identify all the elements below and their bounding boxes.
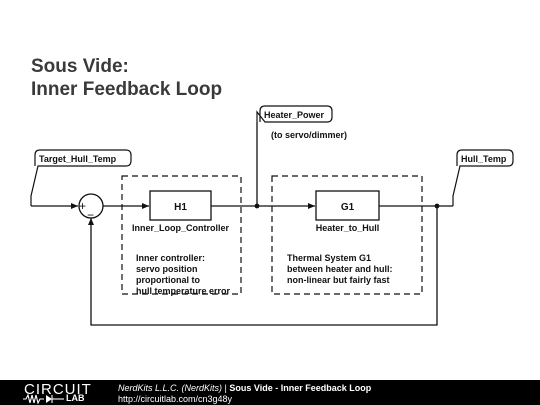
footer-url-link[interactable]: http://circuitlab.com/cn3g48y xyxy=(118,394,233,404)
footer-bar: CIRCUIT LAB NerdKits L.L.C. (NerdKits) |… xyxy=(0,380,540,405)
hull-temp-flag xyxy=(452,149,514,206)
thermal-group-outline xyxy=(271,175,423,295)
thermal-note-line-3: non-linear but fairly fast xyxy=(287,275,390,285)
controller-note-line-4: hull temperature error xyxy=(136,286,231,296)
hull-temp-junction xyxy=(434,203,440,209)
circuitlab-logo-text: CIRCUIT xyxy=(24,381,92,398)
controller-note-line-3: proportional to xyxy=(136,275,200,285)
footer-author: NerdKits L.L.C. (NerdKits) xyxy=(118,383,223,393)
h1-block xyxy=(149,190,212,221)
thermal-note-line-1: Thermal System G1 xyxy=(287,253,371,263)
hull-temp-label: Hull_Temp xyxy=(461,154,507,164)
thermal-note-line-2: between heater and hull: xyxy=(287,264,393,274)
heater-power-junction xyxy=(254,203,260,209)
circuitlab-logo-lab: LAB xyxy=(66,393,85,403)
footer-attribution: NerdKits L.L.C. (NerdKits) | Sous Vide -… xyxy=(118,383,371,393)
circuit-squiggle-icon xyxy=(23,394,64,404)
controller-note-line-2: servo position xyxy=(136,264,198,274)
controller-group-outline xyxy=(121,175,242,295)
footer-circuit-title: Sous Vide - Inner Feedback Loop xyxy=(229,383,372,393)
heater-power-note: (to servo/dimmer) xyxy=(271,130,347,140)
feedback-wire xyxy=(88,206,438,326)
h1-block-symbol: H1 xyxy=(174,202,187,213)
g1-block-symbol: G1 xyxy=(341,202,355,213)
summer-plus-sign: + xyxy=(79,199,86,213)
heater-power-flag xyxy=(256,105,333,123)
block-diagram: + − H1 Inner_Loop_Controller G1 Heater_t… xyxy=(30,105,514,326)
summer-minus-sign: − xyxy=(87,208,94,222)
target-hull-temp-label: Target_Hull_Temp xyxy=(39,154,117,164)
heater-power-label: Heater_Power xyxy=(264,110,325,120)
footer-separator: | xyxy=(222,383,230,393)
summing-junction xyxy=(78,193,104,219)
g1-block-name: Heater_to_Hull xyxy=(316,223,380,233)
target-hull-temp-flag xyxy=(30,149,132,206)
diagram-title-line1: Sous Vide: xyxy=(31,56,129,77)
controller-note-line-1: Inner controller: xyxy=(136,253,205,263)
g1-block xyxy=(315,190,380,221)
diagram-title-line2: Inner Feedback Loop xyxy=(31,79,223,100)
h1-block-name: Inner_Loop_Controller xyxy=(132,223,230,233)
